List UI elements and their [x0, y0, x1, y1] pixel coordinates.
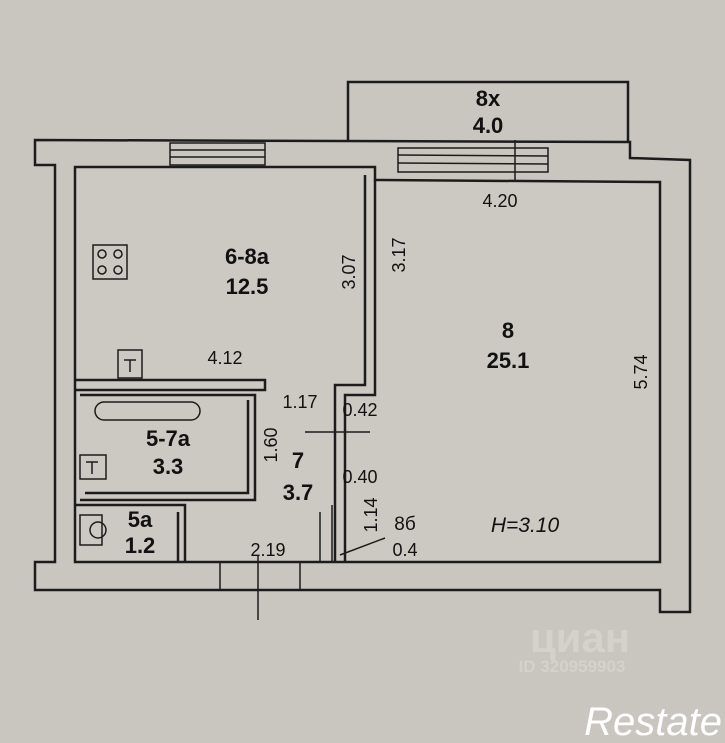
dim-1-14: 1.14: [361, 497, 381, 532]
restate-logo: Restate: [584, 700, 722, 743]
window-bottom: [219, 555, 301, 620]
dim-1-60: 1.60: [261, 427, 281, 462]
window-living: [397, 140, 549, 180]
hall-area: 3.7: [283, 480, 314, 505]
washbasin-icon: [79, 454, 107, 480]
bathtub-icon: [94, 401, 201, 421]
kitchen-number: 6-8а: [225, 244, 270, 269]
dim-0-40: 0.40: [342, 467, 377, 487]
dim-2-19: 2.19: [250, 540, 285, 560]
living-number: 8: [502, 318, 514, 343]
dim-5-74: 5.74: [631, 354, 651, 389]
stove-icon: [92, 244, 128, 280]
sink-icon: [117, 349, 143, 379]
watermark-brand: циан: [530, 614, 630, 661]
closet-number: 8б: [394, 514, 416, 535]
living-area: 25.1: [487, 348, 530, 373]
kitchen-wall: [75, 378, 267, 392]
toilet-wall: [75, 503, 187, 562]
kitchen-area: 12.5: [226, 274, 269, 299]
bathroom-number: 5-7а: [146, 426, 191, 451]
closet-area: 0.4: [392, 540, 417, 560]
dim-4-20: 4.20: [482, 191, 517, 211]
closet-wall: [319, 505, 333, 562]
bathroom-wall: [80, 393, 257, 502]
hall-number: 7: [292, 448, 304, 473]
dim-3-17: 3.17: [389, 237, 409, 272]
balcony-area: 4.0: [473, 113, 504, 138]
balcony-number: 8х: [476, 86, 501, 111]
dim-3-07: 3.07: [339, 254, 359, 289]
dim-0-42: 0.42: [342, 400, 377, 420]
dim-1-17: 1.17: [282, 392, 317, 412]
toilet-area: 1.2: [125, 533, 156, 558]
interior: [73, 165, 662, 564]
dim-4-12: 4.12: [207, 348, 242, 368]
ceiling-height: H=3.10: [491, 514, 560, 537]
toilet-icon: [79, 514, 107, 546]
toilet-number: 5а: [128, 507, 153, 532]
door-line: [339, 537, 386, 556]
window-kitchen: [169, 142, 266, 166]
watermark-id: ID 320959903: [519, 657, 626, 676]
bathroom-area: 3.3: [153, 454, 184, 479]
partition-wall: [333, 175, 377, 562]
